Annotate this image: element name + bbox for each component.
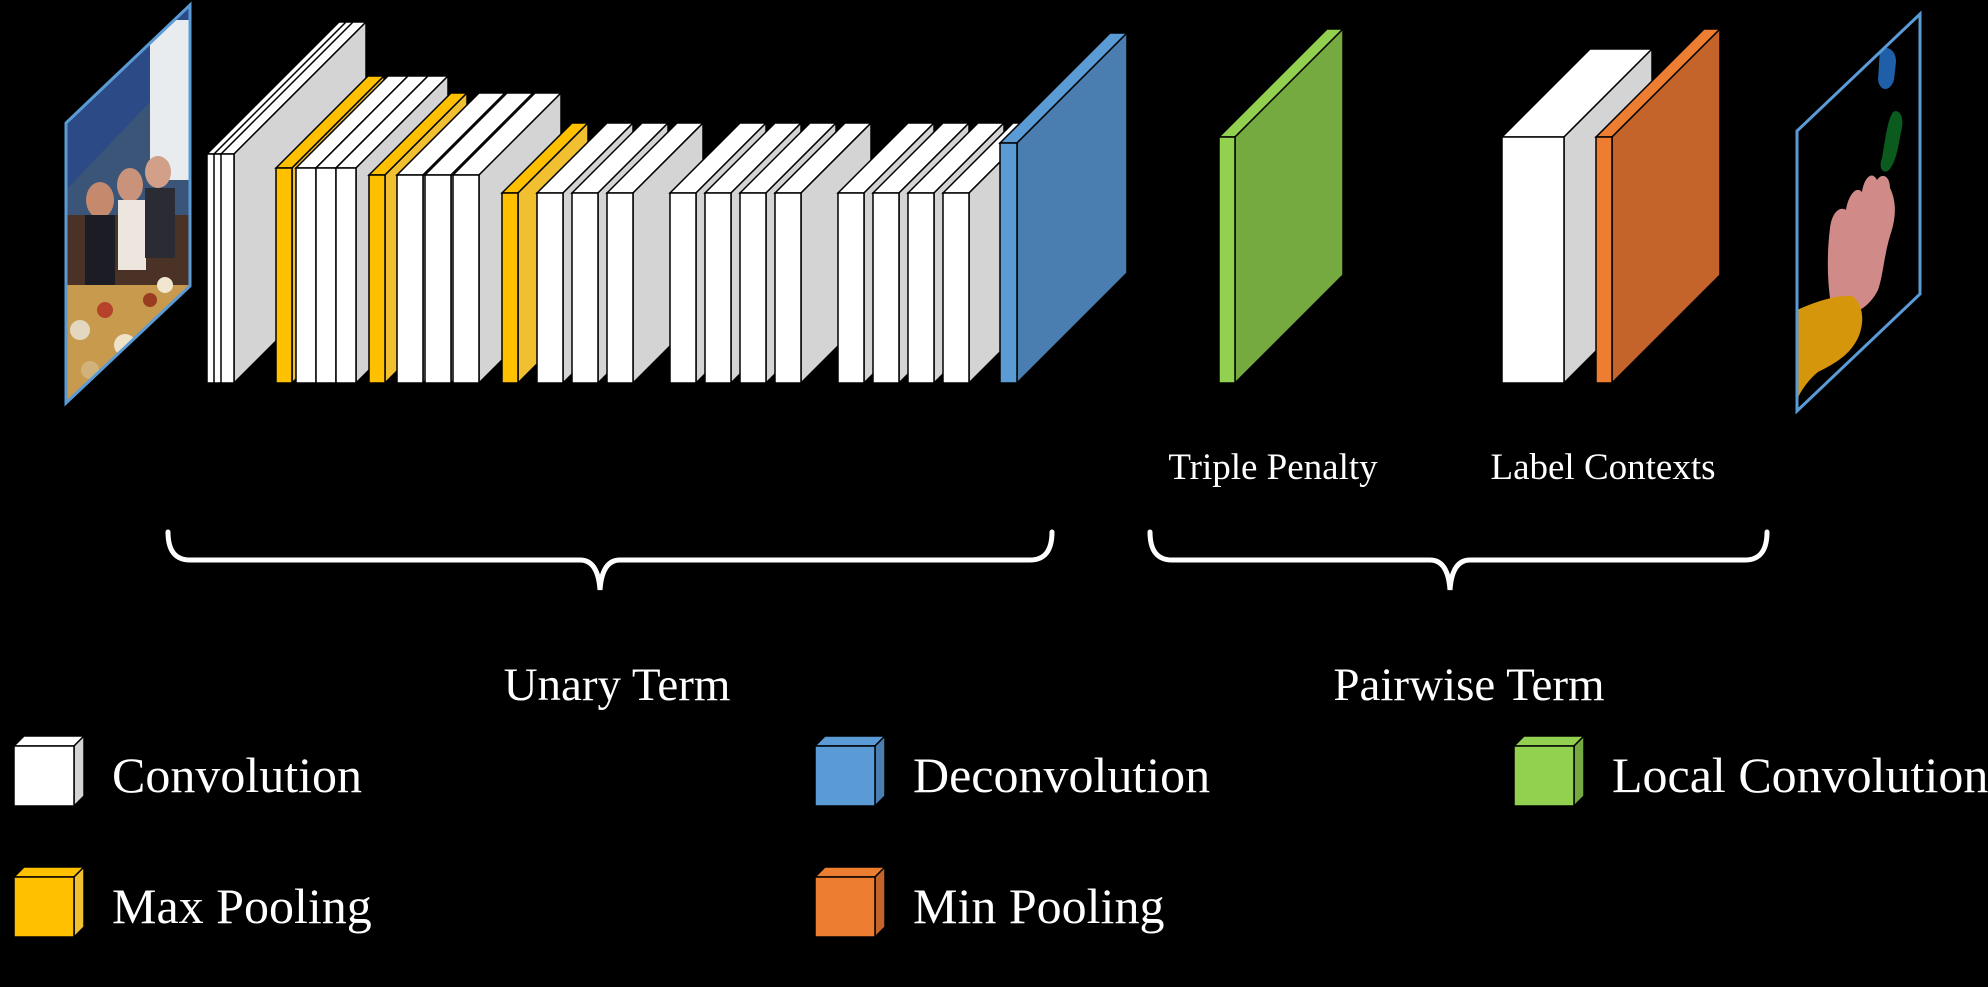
legend-swatch-min-pooling [813, 865, 887, 939]
legend-label-max-pooling: Max Pooling [112, 878, 372, 934]
legend-label-min-pooling: Min Pooling [913, 878, 1164, 934]
legend-label-local-convolution: Local Convolution [1612, 747, 1988, 803]
legend-swatch-local-convolution [1512, 734, 1586, 808]
legend-swatch-convolution [12, 734, 86, 808]
pairwise-local-convolution [1217, 27, 1345, 385]
legend-label-deconvolution: Deconvolution [913, 747, 1210, 803]
triple-penalty-label: Triple Penalty [1168, 447, 1378, 488]
pairwise-brace [1147, 529, 1770, 591]
pairwise-term-label: Pairwise Term [1333, 659, 1604, 711]
unary-term-layers [205, 20, 1129, 385]
pairwise-term-layers [1217, 27, 1722, 385]
legend-label-convolution: Convolution [112, 747, 362, 803]
output-segmentation [1795, 10, 1922, 415]
legend-swatch-max-pooling [12, 865, 86, 939]
label-contexts-label: Label Contexts [1490, 447, 1715, 488]
legend: Convolution Deconvolution Local Convolutio… [12, 734, 1988, 939]
unary-brace [165, 529, 1055, 591]
unary-term-label: Unary Term [504, 659, 731, 711]
pairwise-min-pooling [1594, 27, 1722, 385]
input-image [64, 1, 192, 407]
layer-deconvolution-24 [998, 31, 1129, 385]
legend-swatch-deconvolution [813, 734, 887, 808]
